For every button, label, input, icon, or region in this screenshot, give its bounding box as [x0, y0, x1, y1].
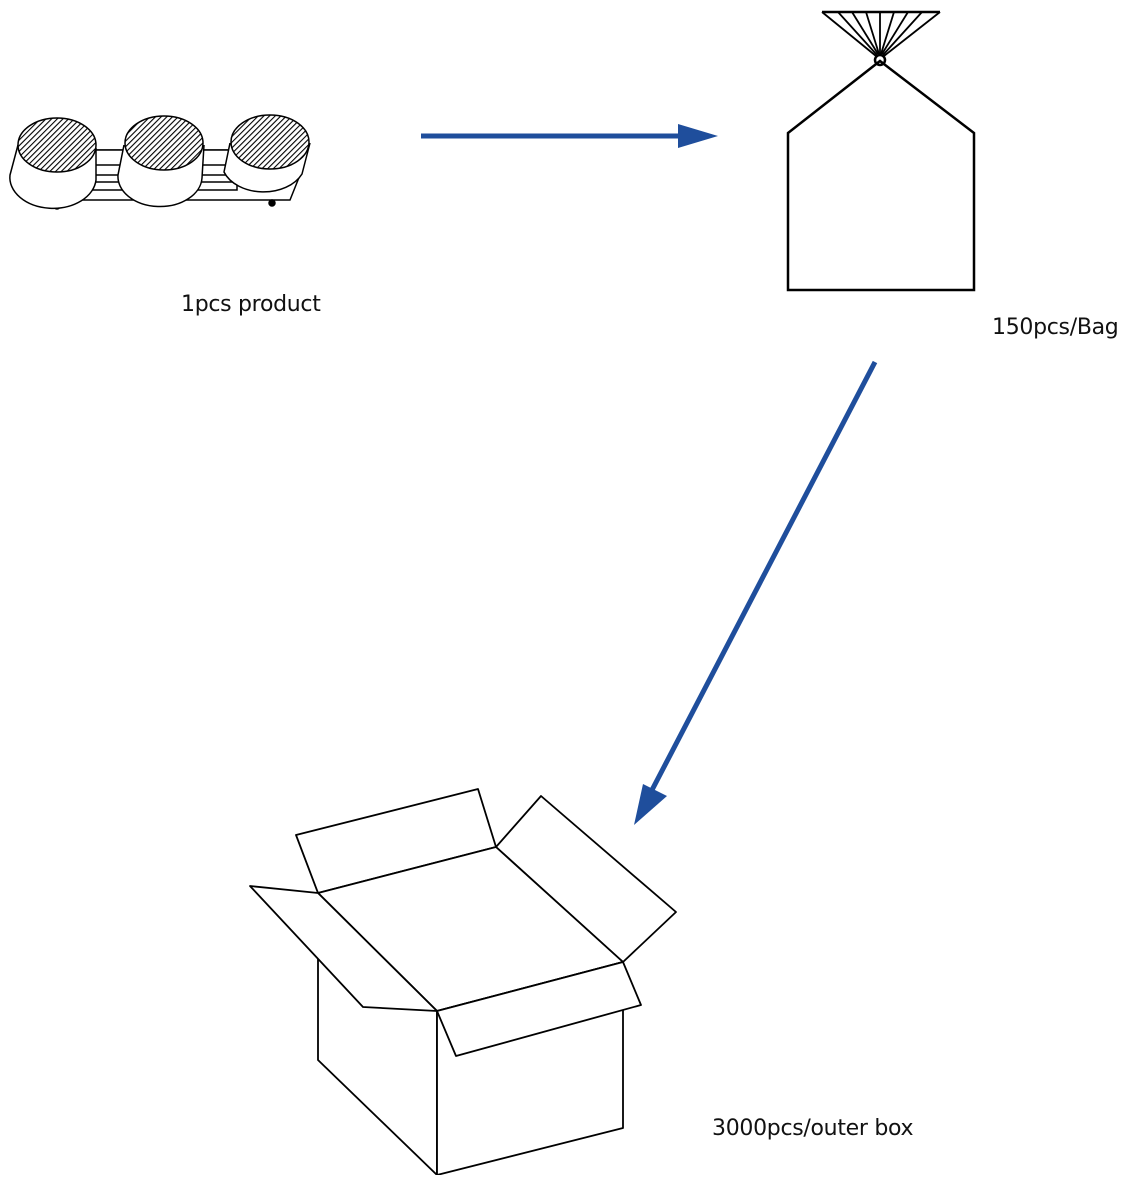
- tied-bag-icon: [786, 10, 976, 292]
- bag-quantity-label: 150pcs/Bag: [992, 315, 1119, 340]
- arrow-right-icon: [421, 124, 718, 148]
- open-carton-icon: [249, 788, 677, 1176]
- arrow-down-left-icon: [634, 360, 878, 825]
- sensor-module-icon: [9, 114, 311, 210]
- box-quantity-label: 3000pcs/outer box: [712, 1116, 914, 1141]
- product-quantity-label: 1pcs product: [181, 292, 321, 317]
